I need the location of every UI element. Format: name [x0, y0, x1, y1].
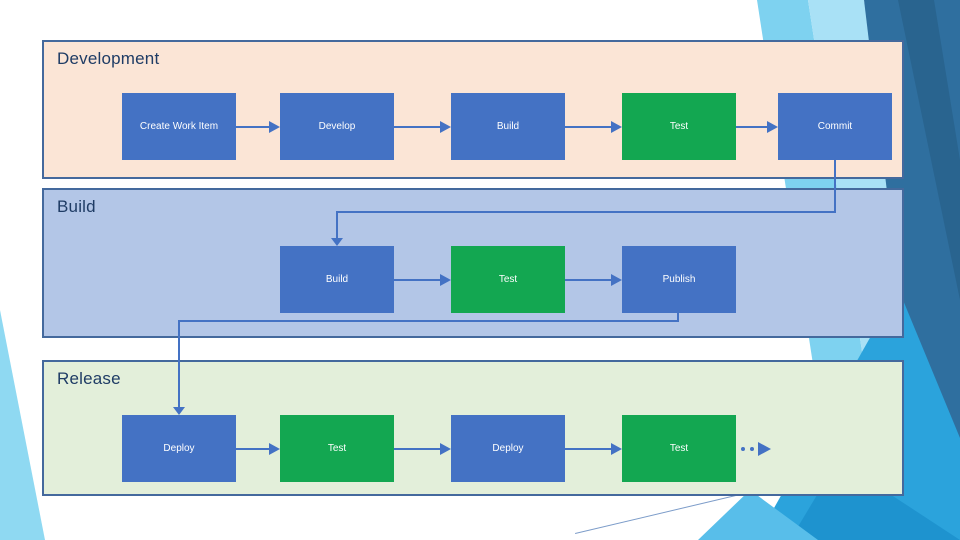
- step-release-deploy-1: Deploy: [122, 415, 236, 482]
- flow-arrow-icon: [735, 120, 778, 134]
- flow-arrow-icon: [394, 273, 451, 287]
- arrow-head-down-icon: [331, 238, 343, 246]
- arrow-head-right-icon: [611, 274, 622, 286]
- lane-title-release: Release: [57, 369, 121, 388]
- step-dev-test: Test: [622, 93, 736, 160]
- arrow-line: [394, 126, 440, 128]
- arrow-head-right-icon: [269, 121, 280, 133]
- arrow-head-right-icon: [440, 274, 451, 286]
- arrow-head-right-icon: [440, 443, 451, 455]
- arrow-head-right-icon: [611, 443, 622, 455]
- flow-arrow-icon: [565, 120, 622, 134]
- arrow-line: [394, 448, 440, 450]
- ellipsis-dot: [741, 447, 745, 451]
- step-release-test-2: Test: [622, 415, 736, 482]
- arrow-line: [565, 126, 611, 128]
- step-build-test: Test: [451, 246, 565, 313]
- arrow-head-down-icon: [173, 407, 185, 415]
- connector-commit-to-build-h: [336, 211, 836, 213]
- connector-commit-to-build-v2: [336, 211, 338, 238]
- lane-title-development: Development: [57, 49, 160, 68]
- arrow-line: [735, 126, 767, 128]
- arrow-line: [394, 279, 440, 281]
- connector-commit-to-build-v1: [834, 160, 836, 213]
- step-dev-create-work-item: Create Work Item: [122, 93, 236, 160]
- arrow-head-right-icon: [611, 121, 622, 133]
- connector-publish-to-deploy-h: [178, 320, 679, 322]
- step-release-deploy-2: Deploy: [451, 415, 565, 482]
- flow-arrow-icon: [236, 442, 280, 456]
- flow-arrow-icon: [394, 120, 451, 134]
- arrow-head-right-icon: [269, 443, 280, 455]
- flow-arrow-icon: [565, 442, 622, 456]
- arrow-line: [565, 279, 611, 281]
- lane-title-build: Build: [57, 197, 96, 216]
- flow-arrow-icon: [394, 442, 451, 456]
- arrow-line: [236, 126, 269, 128]
- flow-arrow-icon: [236, 120, 280, 134]
- step-dev-develop: Develop: [280, 93, 394, 160]
- arrow-line: [236, 448, 269, 450]
- step-release-test-1: Test: [280, 415, 394, 482]
- ellipsis-dot: [750, 447, 754, 451]
- arrow-head-right-icon: [440, 121, 451, 133]
- step-build-publish: Publish: [622, 246, 736, 313]
- arrow-line: [565, 448, 611, 450]
- step-dev-build: Build: [451, 93, 565, 160]
- connector-publish-to-deploy-v1: [677, 313, 679, 322]
- arrow-head-right-icon: [767, 121, 778, 133]
- connector-publish-to-deploy-v2: [178, 320, 180, 407]
- step-build-build: Build: [280, 246, 394, 313]
- flow-arrow-icon: [565, 273, 622, 287]
- dotted-arrow-icon: [758, 442, 771, 456]
- step-dev-commit: Commit: [778, 93, 892, 160]
